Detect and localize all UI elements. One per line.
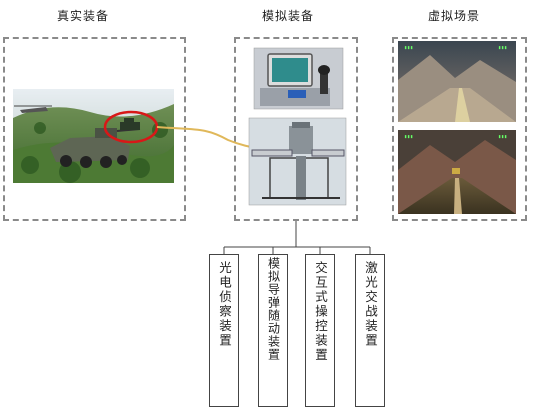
- svg-text:▮▮▮: ▮▮▮: [404, 134, 413, 140]
- virtual-scene-top-screenshot: ▮▮▮ ▮▮▮: [398, 41, 516, 122]
- heading-virtual-scene: 虚拟场景: [428, 9, 481, 23]
- svg-text:▮▮▮: ▮▮▮: [498, 134, 507, 140]
- device-box-interactive-control: 交互式操控装置: [305, 254, 335, 407]
- device-label: 交互式操控装置: [313, 261, 328, 363]
- device-label: 光电侦察装置: [217, 261, 232, 348]
- missile-follower-photo: [248, 117, 347, 206]
- svg-text:▮▮▮: ▮▮▮: [498, 45, 507, 51]
- device-box-laser-engagement: 激光交战装置: [355, 254, 385, 407]
- device-label: 模拟导弹随动装置: [266, 257, 281, 361]
- tree-connector: [223, 221, 371, 254]
- control-station-photo: [253, 47, 344, 110]
- device-label: 激光交战装置: [363, 261, 378, 348]
- device-box-missile-follower: 模拟导弹随动装置: [258, 254, 288, 407]
- device-box-photoelectric-recon: 光电侦察装置: [209, 254, 239, 407]
- heading-simulated-equipment: 模拟装备: [262, 9, 315, 23]
- heading-real-equipment: 真实装备: [57, 9, 110, 23]
- virtual-scene-bottom-screenshot: ▮▮▮ ▮▮▮: [398, 130, 516, 214]
- svg-text:▮▮▮: ▮▮▮: [404, 45, 413, 51]
